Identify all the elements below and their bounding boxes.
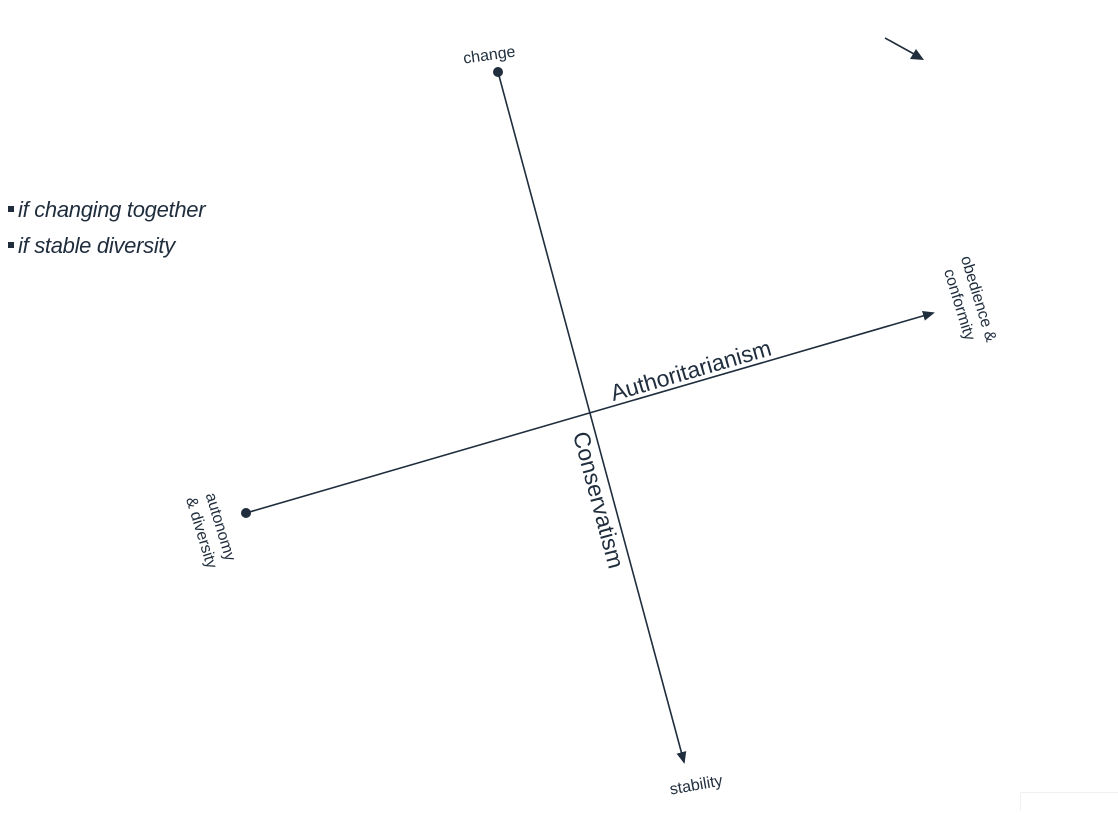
square-bullet-icon: [8, 206, 14, 212]
change-label: change: [462, 43, 516, 67]
authoritarianism-title: Authoritarianism: [607, 335, 774, 406]
change-endpoint-dot: [493, 67, 503, 77]
bullet-text: if stable diversity: [18, 233, 175, 258]
bullet-item: if changing together: [8, 192, 206, 228]
autonomy-diversity-label: autonomy & diversity: [182, 491, 238, 571]
autonomy-endpoint-dot: [241, 508, 251, 518]
arrow-down-right-icon: [884, 37, 924, 60]
conservatism-axis-line: [497, 71, 687, 764]
obedience-conformity-label: obedience & conformity: [940, 254, 999, 344]
authoritarianism-axis-line: [245, 310, 935, 514]
bullet-list: if changing together if stable diversity: [8, 192, 206, 264]
square-bullet-icon: [8, 242, 14, 248]
bullet-text: if changing together: [18, 197, 206, 222]
bullet-item: if stable diversity: [8, 228, 205, 264]
conservatism-title: Conservatism: [568, 429, 630, 572]
corner-frame: [1020, 792, 1118, 811]
stability-label: stability: [668, 773, 724, 799]
